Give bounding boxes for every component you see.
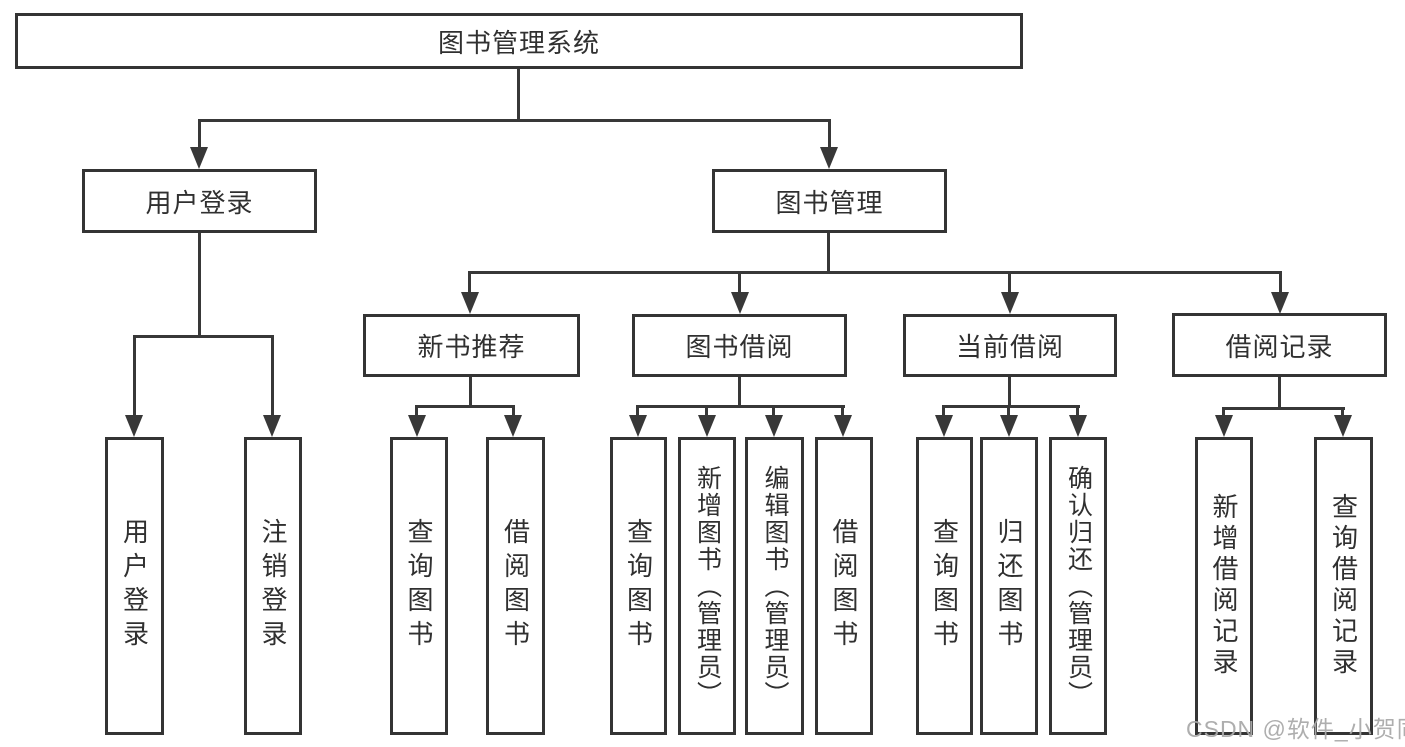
arrow-down-icon <box>1215 415 1233 437</box>
connector-hline <box>942 405 1080 408</box>
connector-vline <box>1222 407 1225 417</box>
connector-vline <box>772 405 775 417</box>
node-current-borrowing-label: 当前借阅 <box>955 332 1064 362</box>
leaf-records-add-record-label: 新增借阅记录 <box>1209 493 1239 679</box>
connector-hline <box>1222 407 1345 410</box>
node-book-management-label: 图书管理 <box>775 187 884 218</box>
leaf-records-add-record: 新增借阅记录 <box>1195 437 1253 735</box>
arrow-down-icon <box>263 415 281 437</box>
connector-hline <box>133 335 274 338</box>
connector-vline <box>512 405 515 417</box>
connector-hline <box>468 271 1282 274</box>
leaf-newbook-borrow-books-label: 借阅图书 <box>500 518 531 654</box>
arrow-down-icon <box>1000 415 1018 437</box>
arrow-down-icon <box>935 415 953 437</box>
leaf-borrowing-add-books-admin-label: 新增图书（管理员） <box>693 464 722 708</box>
leaf-current-query-books: 查询图书 <box>916 437 973 735</box>
connector-vline <box>738 377 741 408</box>
connector-vline <box>738 271 741 294</box>
leaf-borrowing-add-books-admin: 新增图书（管理员） <box>678 437 736 735</box>
leaf-borrowing-query-books: 查询图书 <box>610 437 667 735</box>
arrow-down-icon <box>125 415 143 437</box>
connector-vline <box>468 271 471 294</box>
connector-hline <box>636 405 845 408</box>
leaf-current-return-books: 归还图书 <box>980 437 1038 735</box>
arrow-down-icon <box>731 292 749 314</box>
connector-hline <box>198 119 831 122</box>
arrow-down-icon <box>1069 415 1087 437</box>
connector-hline <box>415 405 515 408</box>
connector-vline <box>1008 271 1011 294</box>
node-user-login: 用户登录 <box>82 169 317 233</box>
connector-vline <box>198 233 201 338</box>
node-borrowing-records: 借阅记录 <box>1172 313 1387 377</box>
leaf-current-confirm-return-admin: 确认归还（管理员） <box>1049 437 1107 735</box>
arrow-down-icon <box>1271 292 1289 314</box>
leaf-borrowing-edit-books-admin-label: 编辑图书（管理员） <box>761 464 789 708</box>
node-book-management: 图书管理 <box>712 169 947 233</box>
connector-vline <box>1341 407 1344 417</box>
connector-vline <box>636 405 639 417</box>
node-current-borrowing: 当前借阅 <box>903 314 1117 377</box>
arrow-down-icon <box>1001 292 1019 314</box>
node-root-label: 图书管理系统 <box>437 27 600 58</box>
leaf-records-query-record: 查询借阅记录 <box>1314 437 1373 735</box>
connector-vline <box>133 335 136 417</box>
node-book-borrowing-label: 图书借阅 <box>685 332 794 362</box>
arrow-down-icon <box>1334 415 1352 437</box>
arrow-down-icon <box>834 415 852 437</box>
node-root: 图书管理系统 <box>15 13 1023 69</box>
connector-vline <box>271 335 274 417</box>
leaf-logout-login-label: 注销登录 <box>258 518 288 654</box>
connector-vline <box>415 405 418 417</box>
leaf-borrowing-borrow-books-label: 借阅图书 <box>829 518 859 654</box>
leaf-current-return-books-label: 归还图书 <box>994 518 1024 654</box>
connector-vline <box>828 119 831 149</box>
node-new-book-recommendation: 新书推荐 <box>363 314 580 377</box>
leaf-borrowing-borrow-books: 借阅图书 <box>815 437 873 735</box>
connector-vline <box>1076 405 1079 417</box>
arrow-down-icon <box>190 147 208 169</box>
connector-vline <box>827 233 830 274</box>
leaf-current-query-books-label: 查询图书 <box>929 518 960 654</box>
leaf-newbook-query-books-label: 查询图书 <box>404 518 434 654</box>
arrow-down-icon <box>765 415 783 437</box>
connector-vline <box>1279 271 1282 294</box>
node-user-login-label: 用户登录 <box>145 187 254 218</box>
connector-vline <box>1278 377 1281 410</box>
arrow-down-icon <box>820 147 838 169</box>
connector-vline <box>1007 405 1010 417</box>
connector-vline <box>1008 377 1011 408</box>
leaf-user-login: 用户登录 <box>105 437 164 735</box>
node-new-book-recommendation-label: 新书推荐 <box>417 332 526 362</box>
arrow-down-icon <box>461 292 479 314</box>
connector-vline <box>841 405 844 417</box>
leaf-newbook-borrow-books: 借阅图书 <box>486 437 545 735</box>
leaf-records-query-record-label: 查询借阅记录 <box>1328 493 1359 679</box>
leaf-newbook-query-books: 查询图书 <box>390 437 448 735</box>
leaf-borrowing-query-books-label: 查询图书 <box>623 518 654 654</box>
leaf-borrowing-edit-books-admin: 编辑图书（管理员） <box>745 437 804 735</box>
node-book-borrowing: 图书借阅 <box>632 314 847 377</box>
leaf-logout-login: 注销登录 <box>244 437 302 735</box>
connector-vline <box>517 69 520 122</box>
connector-vline <box>198 119 201 149</box>
leaf-current-confirm-return-admin-label: 确认归还（管理员） <box>1064 464 1093 708</box>
arrow-down-icon <box>504 415 522 437</box>
connector-vline <box>705 405 708 417</box>
arrow-down-icon <box>408 415 426 437</box>
node-borrowing-records-label: 借阅记录 <box>1225 331 1334 362</box>
leaf-user-login-label: 用户登录 <box>119 518 150 654</box>
arrow-down-icon <box>698 415 716 437</box>
watermark: CSDN @软件_小贺同学 <box>1186 716 1405 742</box>
arrow-down-icon <box>629 415 647 437</box>
connector-vline <box>469 377 472 408</box>
connector-vline <box>942 405 945 417</box>
